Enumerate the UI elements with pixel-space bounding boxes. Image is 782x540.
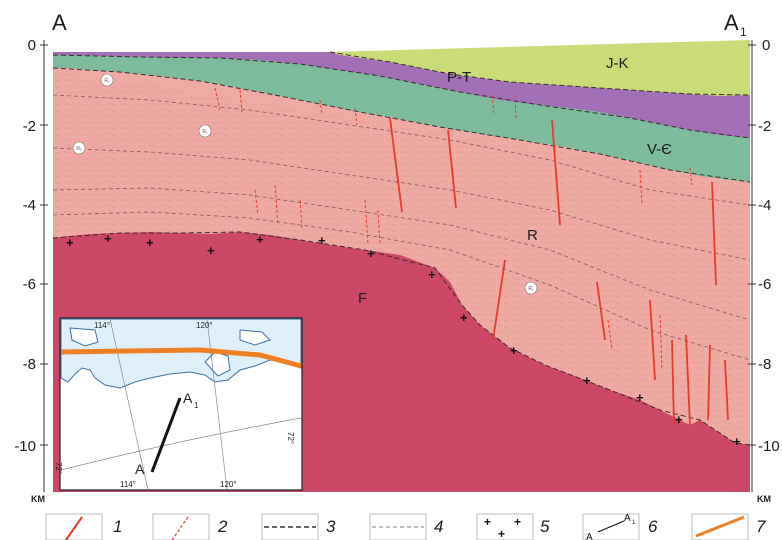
unit-label-r: R <box>527 227 538 244</box>
svg-text:+: + <box>636 390 644 405</box>
legend-number-7: 7 <box>756 517 766 536</box>
svg-text:1: 1 <box>194 401 199 410</box>
inset-point-start: A <box>135 461 145 477</box>
legend-number-5: 5 <box>540 517 550 536</box>
svg-text:A: A <box>586 532 593 540</box>
svg-text:+: + <box>66 235 74 250</box>
svg-text:-4: -4 <box>23 197 36 214</box>
inset-line7 <box>60 347 302 369</box>
svg-text:+: + <box>367 246 375 261</box>
svg-text:+: + <box>675 412 683 427</box>
svg-text:+: + <box>256 232 264 247</box>
svg-text:-8: -8 <box>758 356 771 373</box>
depth-axis-right: 0 -2 -4 -6 -8 -10 KM <box>757 37 780 504</box>
depth-axis-left: 0 -2 -4 -6 -8 -10 KM <box>14 37 45 504</box>
svg-text:-8: -8 <box>23 356 36 373</box>
svg-text:+: + <box>207 243 215 258</box>
svg-text:R₁: R₁ <box>76 146 82 152</box>
svg-text:+: + <box>104 231 112 246</box>
svg-text:+: + <box>733 434 741 449</box>
svg-text:+: + <box>460 310 468 325</box>
legend-number-1: 1 <box>113 517 122 536</box>
section-end-label: A <box>724 10 739 35</box>
svg-text:+: + <box>146 235 154 250</box>
inset-map: 114° 120° 114° 120° 72° 72° A A 1 <box>54 317 303 491</box>
section-layers <box>52 40 751 492</box>
section-end-label-sub: 1 <box>740 25 747 39</box>
svg-text:KM: KM <box>757 494 771 504</box>
svg-text:R₁: R₁ <box>202 129 208 135</box>
unit-label-jk: J-K <box>606 55 629 72</box>
svg-text:R₁: R₁ <box>528 286 534 292</box>
svg-text:KM: KM <box>31 494 45 504</box>
unit-label-pt: P-T <box>447 69 471 86</box>
svg-text:120°: 120° <box>196 321 213 330</box>
svg-text:+: + <box>428 267 436 282</box>
section-start-label: A <box>52 10 67 35</box>
svg-text:-10: -10 <box>758 438 780 455</box>
svg-text:R₁: R₁ <box>104 78 110 84</box>
unit-label-f: F <box>358 290 367 307</box>
legend-number-6: 6 <box>648 517 658 536</box>
svg-text:0: 0 <box>28 37 36 54</box>
svg-text:+: + <box>484 515 491 529</box>
legend-symbol-coast-line <box>695 515 745 538</box>
svg-text:-6: -6 <box>758 276 771 293</box>
svg-text:+: + <box>498 527 505 540</box>
svg-text:A: A <box>624 513 631 524</box>
faults <box>389 117 729 426</box>
svg-text:-4: -4 <box>758 197 771 214</box>
basement-marks: + + + + + + + + + + + + + + <box>66 231 741 449</box>
svg-text:-6: -6 <box>23 276 36 293</box>
legend-number-4: 4 <box>434 517 443 536</box>
svg-text:114°: 114° <box>94 321 110 330</box>
svg-text:72°: 72° <box>286 432 295 444</box>
svg-text:0: 0 <box>762 37 770 54</box>
svg-text:+: + <box>583 373 591 388</box>
svg-text:-2: -2 <box>758 118 771 135</box>
svg-text:+: + <box>514 515 521 529</box>
legend-number-2: 2 <box>217 517 228 536</box>
svg-text:72°: 72° <box>54 462 63 474</box>
svg-text:120°: 120° <box>220 480 237 489</box>
svg-text:-10: -10 <box>14 438 36 455</box>
unit-label-vc: V-Є <box>647 141 672 158</box>
svg-text:+: + <box>510 343 518 358</box>
svg-text:1: 1 <box>632 520 636 526</box>
svg-text:+: + <box>318 233 326 248</box>
circle-marks: R₁ R₁ R₁ R₁ <box>72 73 538 295</box>
legend-symbol-fault <box>65 516 83 540</box>
legend-number-3: 3 <box>326 517 336 536</box>
legend-symbol-profile: A A 1 <box>586 513 636 540</box>
inset-profile-line <box>150 397 182 473</box>
svg-text:114°: 114° <box>120 480 136 489</box>
inset-point-end: A <box>183 390 193 406</box>
svg-text:-2: -2 <box>23 118 36 135</box>
legend-symbol-basement: + + + <box>484 515 521 540</box>
layer-jk <box>330 40 750 96</box>
faults-minor <box>214 87 693 371</box>
legend: + + + A A 1 1 2 3 4 5 6 7 <box>45 513 766 540</box>
